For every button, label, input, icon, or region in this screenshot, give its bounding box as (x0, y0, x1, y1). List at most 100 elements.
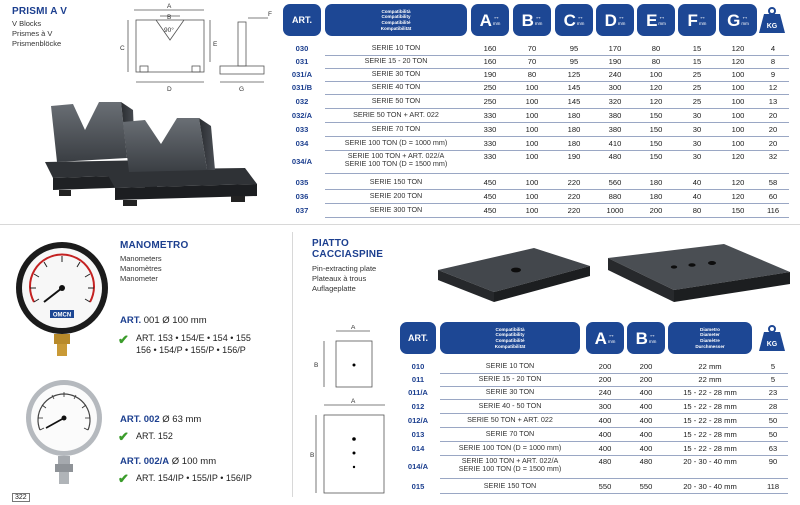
dim-label-b: B (310, 452, 314, 459)
vblock-technical-drawing: A B 90° C D E F G (120, 3, 272, 93)
svg-text:OMCN: OMCN (53, 313, 71, 319)
cell-f: 80 (692, 206, 702, 215)
cell-b: 400 (639, 444, 653, 453)
vblocks-subtitles: V Blocks Prismes à V Prismenblöcke (12, 19, 62, 48)
row-separator (325, 94, 789, 95)
cell-kg: 28 (768, 402, 778, 411)
art-code: 035 (295, 178, 309, 187)
dim-label-e: E (213, 41, 218, 48)
cell-g: 120 (731, 178, 745, 187)
page-number: 322 (12, 493, 30, 502)
art-code: 031 (295, 57, 309, 66)
cell-d: 15 - 22 - 28 mm (683, 416, 737, 425)
row-separator (440, 478, 788, 479)
cell-d: 15 - 22 - 28 mm (683, 430, 737, 439)
cell-kg: 5 (770, 362, 776, 371)
plate-technical-drawing: A B A B (310, 325, 385, 494)
compat-series: SERIE 30 TON (485, 387, 535, 396)
row-separator (440, 399, 788, 400)
cell-b: 100 (525, 83, 539, 92)
cell-d: 320 (608, 97, 622, 106)
cell-a: 200 (598, 362, 612, 371)
cell-f: 40 (692, 192, 702, 201)
art-code: 032/A (291, 111, 313, 120)
cell-f: 25 (692, 97, 702, 106)
vblocks-header-dim-f: F↔mm (678, 4, 716, 36)
vblocks-header-dim-g: G↔mm (719, 4, 757, 36)
compat-series: SERIE 100 TON (D = 1000 mm) (344, 138, 448, 147)
row-separator (325, 203, 789, 204)
dim-label-a: A (351, 398, 356, 405)
weight-icon: KG (759, 325, 785, 351)
cell-b: 100 (525, 125, 539, 134)
art-code: 033 (295, 125, 309, 134)
cell-b: 100 (525, 192, 539, 201)
cell-b: 100 (525, 111, 539, 120)
cell-c: 145 (567, 83, 581, 92)
cell-b: 100 (525, 178, 539, 187)
cell-b: 400 (639, 402, 653, 411)
cell-d: 20 - 30 - 40 mm (683, 457, 737, 466)
cell-d: 380 (608, 125, 622, 134)
cell-f: 30 (692, 139, 702, 148)
art-code: 014 (411, 444, 425, 453)
art-code: 031/B (291, 83, 313, 92)
cell-d: 380 (608, 111, 622, 120)
arrow-horizontal-icon: ↔ (617, 14, 625, 21)
compat-series: SERIE 70 TON (371, 124, 421, 133)
cell-a: 330 (483, 125, 497, 134)
cell-kg: 63 (768, 444, 778, 453)
arrow-horizontal-icon: ↔ (741, 14, 749, 21)
art-code: 032 (295, 97, 309, 106)
cell-b: 70 (527, 57, 537, 66)
vblocks-photo (45, 102, 257, 206)
cell-kg: 9 (770, 70, 776, 79)
cell-kg: 23 (768, 388, 778, 397)
cell-g: 100 (731, 139, 745, 148)
cell-d: 880 (608, 192, 622, 201)
dim-label-a: A (167, 3, 172, 10)
art-code: 037 (295, 206, 309, 215)
compat-series: SERIE 100 TON + ART. 022/A SERIE 100 TON… (344, 151, 448, 168)
cell-kg: 90 (768, 457, 778, 466)
cell-b: 200 (639, 375, 653, 384)
angle-label: 90° (164, 26, 174, 34)
cell-kg: 20 (768, 111, 778, 120)
cell-d: 22 mm (698, 375, 722, 384)
compat-series: SERIE 300 TON (369, 205, 423, 214)
manometer-001-compat: ART. 153 • 154/E • 154 • 155 156 • 154/P… (136, 333, 251, 355)
check-icon: ✔ (118, 471, 129, 486)
dim-label-b: B (314, 362, 318, 369)
compat-series: SERIE 40 - 50 TON (478, 401, 542, 410)
cell-g: 150 (731, 206, 745, 215)
piatto-subtitles: Pin-extracting plate Plateaux à trous Au… (312, 264, 377, 293)
art-code: 031/A (291, 70, 313, 79)
cell-f: 40 (692, 178, 702, 187)
compat-series: SERIE 150 TON (369, 177, 423, 186)
cell-g: 100 (731, 97, 745, 106)
vblocks-header-dim-e: E↔mm (637, 4, 675, 36)
cell-f: 15 (692, 44, 702, 53)
cell-b: 100 (525, 152, 539, 161)
compat-series: SERIE 70 TON (485, 429, 535, 438)
row-separator (325, 217, 789, 218)
cell-d: 170 (608, 44, 622, 53)
dim-label-g: G (239, 86, 244, 93)
cell-e: 150 (649, 111, 663, 120)
vblocks-header-dim-d: D↔mm (596, 4, 634, 36)
manometer-002-compat: ART. 152 (136, 431, 173, 441)
compat-series: SERIE 50 TON (371, 96, 421, 105)
cell-kg: 118 (766, 482, 780, 491)
art-code: 012 (411, 402, 425, 411)
cell-kg: 116 (766, 206, 780, 215)
cell-e: 120 (649, 97, 663, 106)
cell-a: 400 (598, 416, 612, 425)
compat-series: SERIE 10 TON (371, 43, 421, 52)
art-code: 014/A (407, 462, 429, 471)
art-code: 011 (411, 375, 425, 384)
row-separator (440, 455, 788, 456)
cell-c: 95 (569, 57, 579, 66)
